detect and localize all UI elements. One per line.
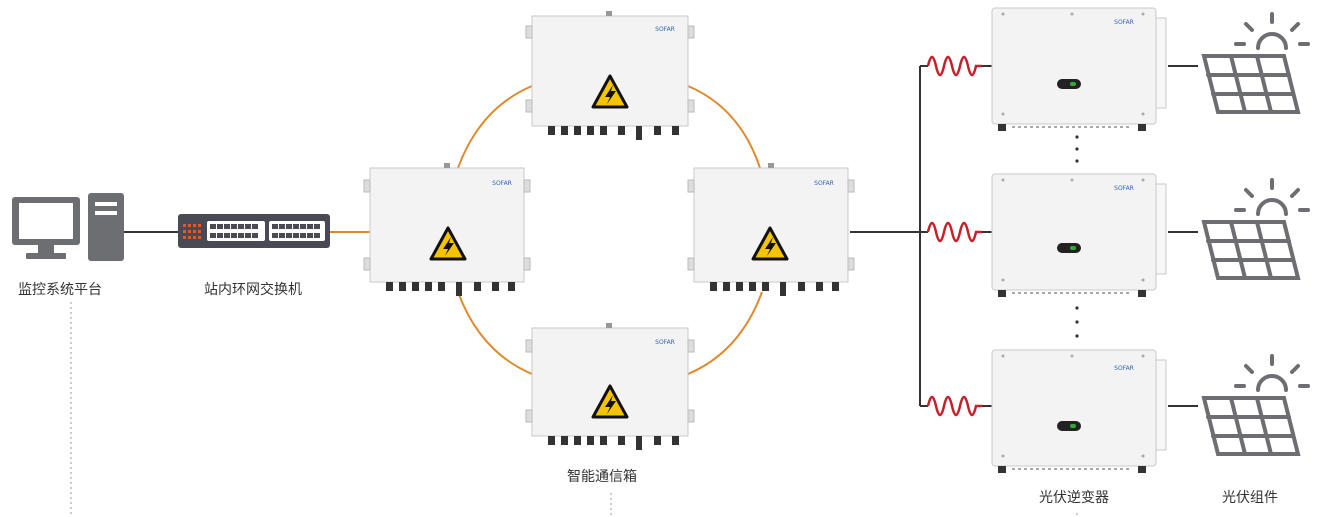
- brand-label: SOFAR: [1114, 185, 1134, 192]
- smart-comm-box-label: 智能通信箱: [567, 469, 637, 485]
- pv-module-2: [1201, 178, 1310, 280]
- pv-module-1: [1201, 12, 1310, 114]
- smart-comm-box-right: SOFAR: [687, 163, 855, 296]
- brand-label: SOFAR: [655, 339, 675, 346]
- smart-comm-box-top: SOFAR: [525, 11, 695, 140]
- dotted-guides: [70, 302, 1078, 517]
- ellipsis-dots: [1075, 135, 1079, 338]
- pv-inverter-3: SOFAR: [991, 349, 1167, 473]
- brand-label: SOFAR: [1114, 19, 1134, 26]
- smart-comm-box-left: SOFAR: [363, 163, 531, 296]
- brand-label: SOFAR: [492, 180, 512, 187]
- pv-module-3: [1201, 354, 1310, 456]
- monitoring-platform-icon: [12, 193, 124, 261]
- brand-label: SOFAR: [1114, 365, 1134, 372]
- pv-inverter-label: 光伏逆变器: [1039, 490, 1109, 506]
- ring-switch-label: 站内环网交换机: [204, 282, 302, 298]
- pv-inverter-2: SOFAR: [991, 173, 1167, 297]
- ring-cable: [330, 85, 763, 375]
- brand-label: SOFAR: [814, 180, 834, 187]
- pv-module-label: 光伏组件: [1222, 490, 1278, 506]
- monitoring-platform-label: 监控系统平台: [18, 282, 102, 298]
- connection-lines: [124, 65, 1198, 407]
- pv-inverter-1: SOFAR: [991, 7, 1167, 131]
- inductor-coil: [926, 55, 982, 417]
- brand-label: SOFAR: [655, 26, 675, 33]
- smart-comm-box-bottom: SOFAR: [525, 323, 695, 450]
- ring-switch-icon: [178, 214, 330, 248]
